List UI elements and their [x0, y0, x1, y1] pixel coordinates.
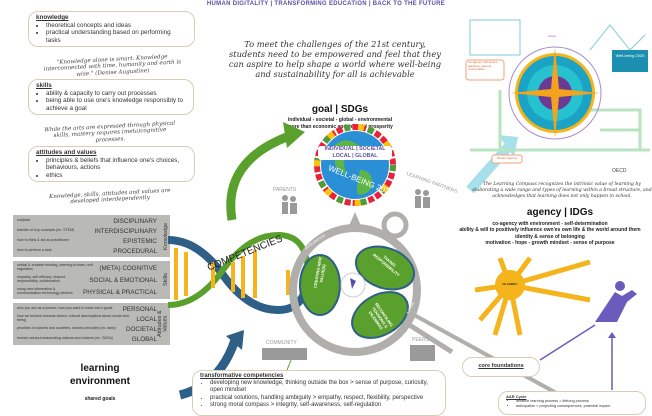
core-foundations-box: core foundations [462, 357, 540, 377]
list-item: theoretical concepts and ideas [46, 22, 187, 30]
list-item: being able to use one's knowledge respon… [46, 97, 186, 112]
agency-lines: co-agency with environment - self-determ… [448, 221, 652, 246]
agency-sun-icon [474, 256, 591, 336]
knowledge-title: knowledge [36, 14, 69, 21]
agency-line: ability & will to positively influence o… [459, 227, 641, 234]
row-desc: critical & creative thinking, learning t… [17, 263, 93, 271]
blue-arrow-icon [466, 141, 514, 194]
row-cat: INTERDISCIPLINARY [94, 227, 157, 235]
learning-environment-title: learning environment [69, 363, 130, 387]
learning-environment-sub: shared goals [84, 396, 116, 402]
parents-label: PARENTS [273, 187, 297, 193]
green-arrow-icon [226, 130, 294, 221]
row-cat: PROCEDURAL [113, 247, 157, 255]
goal-title: goal | SDGs [311, 104, 369, 115]
student-agency-label: Student agency [496, 156, 518, 160]
sun-center-label: CO-AGENCY [502, 283, 518, 286]
oecd-logo: OECD [612, 168, 627, 174]
row-cat: SOCIAL & EMOTIONAL [89, 276, 157, 284]
dna-helix-icon [167, 231, 312, 315]
row-cat: PHYSICAL & PRACTICAL [83, 288, 157, 296]
goal-line1: individual - societal - global - environ… [287, 117, 393, 123]
competency-tables: subjects DISCIPLINARY transfer of key con… [13, 215, 170, 345]
row-desc: subjects [17, 218, 31, 223]
people-icons [262, 189, 435, 361]
center-quote: To meet the challenges of the 21st centu… [228, 39, 442, 79]
list-item: ethics [46, 172, 187, 180]
learning-compass-quote: The Learning Compass recognizes the intr… [472, 182, 652, 199]
sdg-ring-icon [314, 124, 396, 206]
row-desc: transfer of key concepts (ex. STEM) [17, 228, 75, 233]
agency-line: co-agency with environment - self-determ… [492, 221, 608, 227]
wellbeing-sign: Well-being 2030 [615, 53, 645, 58]
skills-box: skills ability & capacity to carry out p… [28, 79, 194, 116]
compass-icon [289, 211, 561, 397]
row-cat: PERSONAL [122, 305, 157, 313]
globe-label-line1: INDIVIDUAL | SOCIETAL [324, 146, 386, 152]
skills-table: critical & creative thinking, learning t… [13, 261, 170, 299]
list-item: developing new knowledge, thinking outsi… [210, 380, 438, 394]
transformative-box: transformative competencies developing n… [192, 370, 446, 416]
row-cat: (META) COGNITIVE [99, 264, 157, 272]
list-item: strong moral compass > integrity, self-a… [210, 402, 438, 409]
globe-label-line2: LOCAL | GLOBAL [332, 152, 378, 159]
skills-title: skills [36, 82, 52, 89]
attitudes-table: who you are as a person, how you want to… [13, 303, 170, 345]
list-item: principles & beliefs that influence one'… [46, 157, 187, 172]
agency-title: agency | IDGs [526, 207, 594, 218]
row-desc: using new information & communication te… [17, 287, 73, 295]
list-item: ability & capacity to carry out processe… [46, 90, 186, 98]
row-desc: empathy, self-efficacy, respect, respons… [17, 275, 66, 283]
purple-arrow-icon [539, 324, 596, 361]
agency-line: identity & sense of belonging [515, 233, 585, 240]
row-cat: DISCIPLINARY [113, 217, 157, 225]
row-cat: GLOBAL [131, 335, 157, 343]
coagency-bubble: Co-agency with peers, teachers, parents,… [468, 60, 498, 72]
row-cat: EPISTEMIC [123, 237, 157, 245]
aar-title: AAR Cycle [506, 394, 527, 399]
attitudes-box: attitudes and values principles & belief… [28, 146, 195, 183]
knowledge-table: subjects DISCIPLINARY transfer of key con… [13, 215, 170, 257]
globe-label: INDIVIDUAL | SOCIETAL LOCAL | GLOBAL [318, 146, 392, 160]
list-item: anticipation > projecting consequences, … [516, 404, 638, 409]
row-cat: DOCIETAL [125, 325, 157, 333]
row-desc: who you are as a person, how you want to… [17, 306, 113, 311]
learning-compass-illustration [465, 19, 650, 164]
row-desc: how to perform a task [17, 248, 52, 253]
header-title: HUMAN DIGITALITY | TRANSFORMING EDUCATIO… [206, 1, 446, 7]
list-item: iterative learning process > lifelong pr… [516, 399, 638, 404]
row-cat: LOCAL [136, 315, 157, 323]
superhero-icon [595, 281, 637, 322]
agency-line: motivation - hope - growth mindset - sen… [485, 239, 615, 246]
list-item: practical understanding based on perform… [46, 29, 187, 44]
row-desc: human values transcending nations and cu… [17, 336, 113, 341]
row-desc: how we behave towards others, cultural a… [17, 314, 130, 322]
action-label: Action [548, 34, 557, 38]
knowledge-box: knowledge theoretical concepts and ideas… [28, 11, 195, 48]
row-desc: how to think & act as practitioner [17, 238, 69, 243]
list-item: practical solutions, handling ambiguity … [210, 395, 438, 402]
aar-cycle-box: AAR Cycle iterative learning process > l… [498, 391, 646, 415]
community-label: COMMUNITY [266, 340, 297, 346]
row-desc: priorities of cultures and societies, sh… [17, 326, 116, 331]
peers-label: PEERS [412, 337, 429, 343]
transformative-title: transformative competencies [200, 373, 284, 379]
attitudes-title: attitudes and values [36, 149, 97, 156]
